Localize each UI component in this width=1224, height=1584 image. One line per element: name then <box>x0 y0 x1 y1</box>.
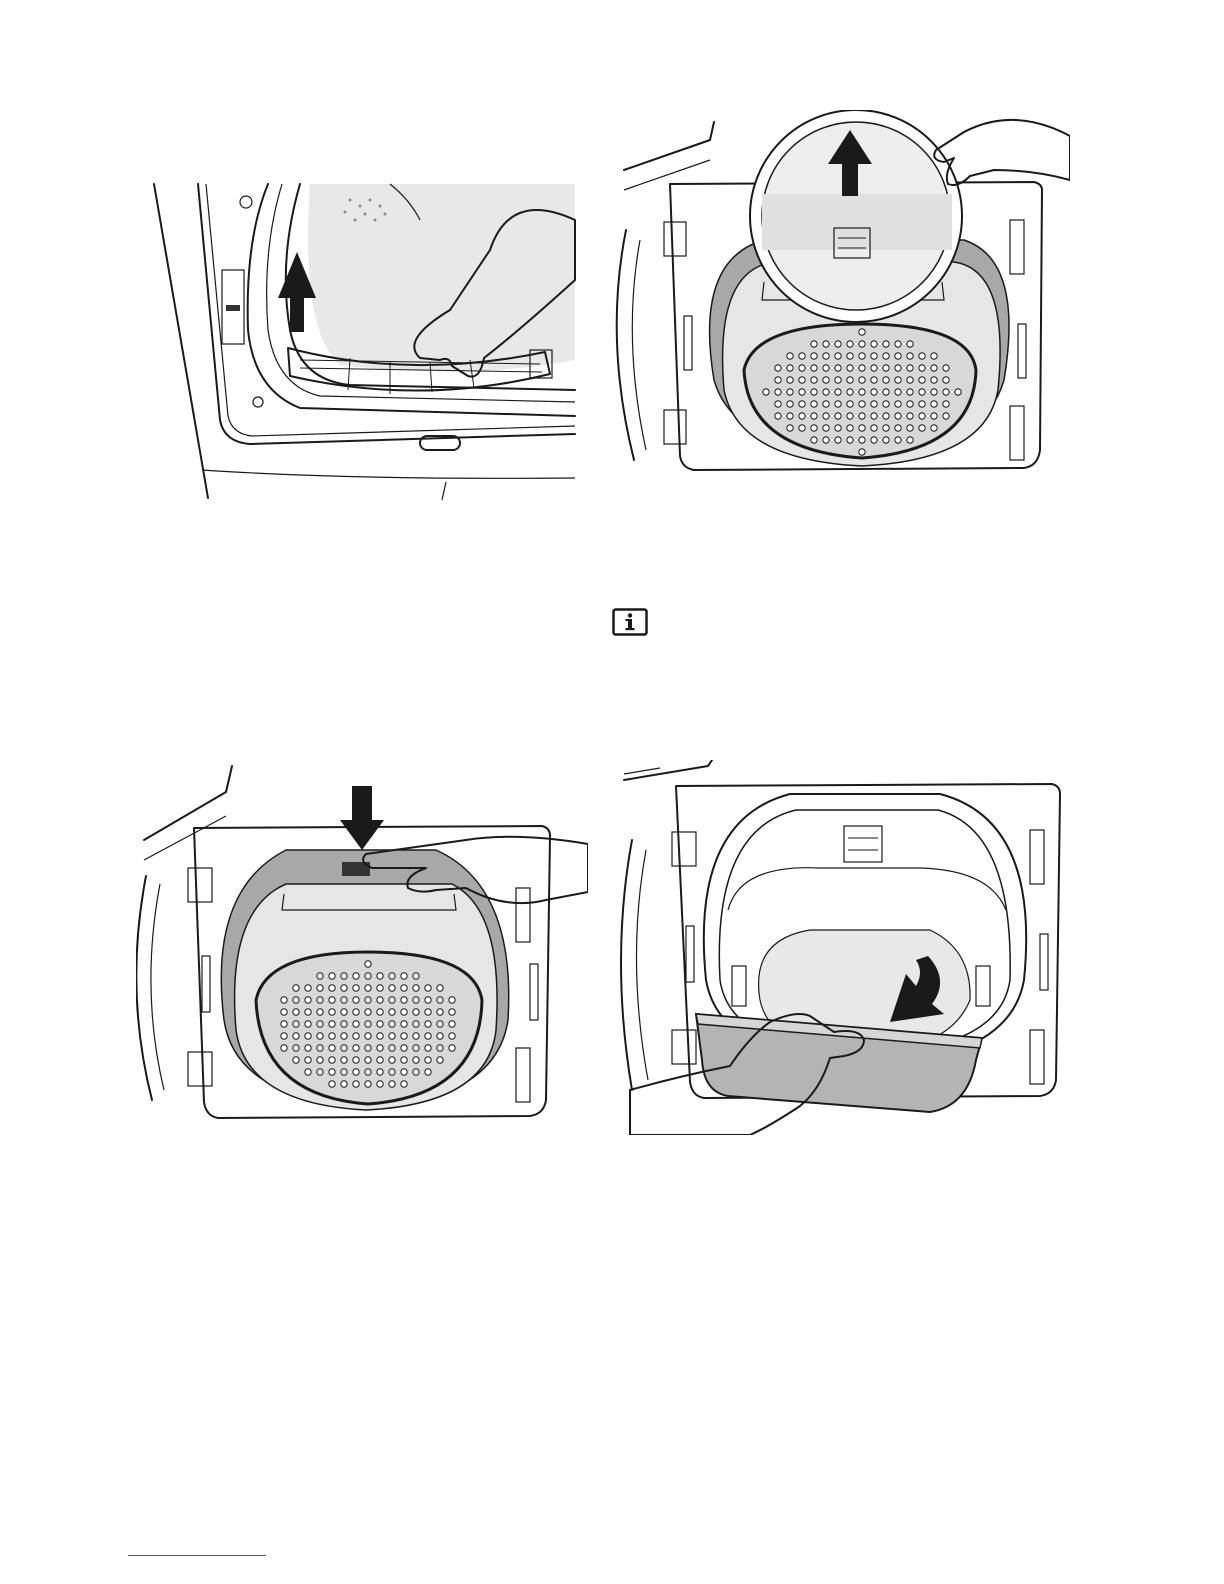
figure-remove-tray <box>620 760 1065 1135</box>
info-icon <box>612 608 648 636</box>
figure-lift-filter <box>150 180 580 502</box>
figure-filter-ring-removal <box>614 110 1070 482</box>
figure-press-filter <box>136 760 588 1122</box>
arrow-down-icon <box>340 786 384 850</box>
footer-divider <box>128 1555 266 1556</box>
